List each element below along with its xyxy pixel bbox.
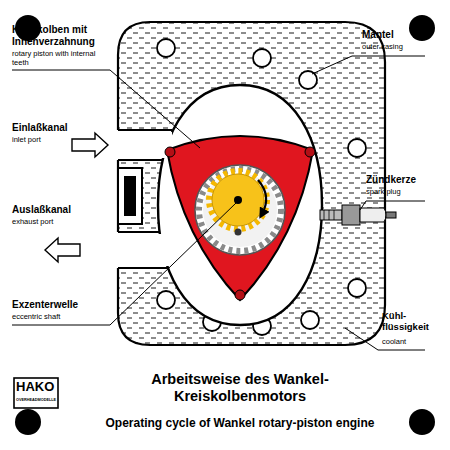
leader-lines xyxy=(12,56,425,350)
bolt-hole xyxy=(157,291,175,309)
apex-seal xyxy=(305,147,315,157)
logo-box xyxy=(14,378,58,408)
inlet-channel xyxy=(110,130,172,160)
part-name: Kühl- flüssigkeit xyxy=(382,311,442,333)
part-translation: inlet port xyxy=(12,136,102,145)
leader-line xyxy=(312,56,425,74)
bolt-hole xyxy=(253,49,271,67)
part-translation: rotary piston with internal teeth xyxy=(12,50,104,67)
port-wall xyxy=(118,267,172,269)
port-wall xyxy=(118,231,162,233)
leader-line xyxy=(12,70,200,148)
port-wall xyxy=(118,129,172,131)
plug-hex xyxy=(342,205,360,225)
mounting-hole xyxy=(409,409,435,435)
part-translation: eccentric shaft xyxy=(12,313,107,322)
part-translation: exhaust port xyxy=(12,218,102,227)
plug-thread-line xyxy=(334,210,335,220)
inlet-arrow xyxy=(72,133,108,157)
apex-seal xyxy=(165,147,175,157)
bolt-hole xyxy=(299,71,317,89)
exhaust-arrow xyxy=(45,238,80,262)
part-translation: coolant xyxy=(382,338,442,347)
rotary-piston xyxy=(167,136,313,300)
mounting-hole xyxy=(15,409,41,435)
bolt-hole xyxy=(348,279,366,297)
bolt-hole xyxy=(157,39,175,57)
logo-subtext: OVERHEADMODELLE xyxy=(16,398,58,402)
part-name: Zündkerze xyxy=(366,174,446,186)
internal-teeth xyxy=(199,169,281,251)
part-name: Mantel xyxy=(362,29,432,41)
port-wall xyxy=(118,159,168,161)
mounting-hole xyxy=(409,15,435,41)
apex-seal xyxy=(235,290,245,300)
bolt-hole xyxy=(348,139,366,157)
rotor-bore xyxy=(195,165,285,255)
part-translation: outer casing xyxy=(362,43,432,52)
outer-casing xyxy=(118,22,385,345)
part-name: Exzenterwelle xyxy=(12,299,107,311)
shaft-centre xyxy=(234,196,242,204)
eccentric-pin xyxy=(235,229,242,236)
plug-thread xyxy=(320,210,342,220)
plug-insulator xyxy=(360,208,386,222)
part-name: Einlaßkanal xyxy=(12,122,102,134)
part-name: Auslaßkanal xyxy=(12,204,102,216)
part-translation: spark plug xyxy=(366,188,446,197)
bolt-hole xyxy=(301,311,319,329)
trochoid-chamber xyxy=(158,85,322,325)
coolant-fill xyxy=(118,22,385,345)
port-block-core xyxy=(124,176,136,216)
diagram-caption: Operating cycle of Wankel rotary-piston … xyxy=(60,417,420,431)
rotation-arrow xyxy=(258,180,266,214)
leader-line xyxy=(360,201,425,210)
port-block xyxy=(118,168,142,224)
logo-text: HAKO xyxy=(16,380,58,395)
bolt-holes xyxy=(157,39,366,335)
part-name: Kreiskolben mit Innenverzahnung xyxy=(12,24,112,47)
plug-terminal xyxy=(386,212,396,218)
plug-thread-line xyxy=(324,210,325,220)
plug-thread-line xyxy=(329,210,330,220)
leader-line xyxy=(12,203,236,325)
diagram-title: Arbeitsweise des Wankel-Kreiskolbenmotor… xyxy=(120,371,360,404)
exhaust-opening xyxy=(150,234,170,266)
